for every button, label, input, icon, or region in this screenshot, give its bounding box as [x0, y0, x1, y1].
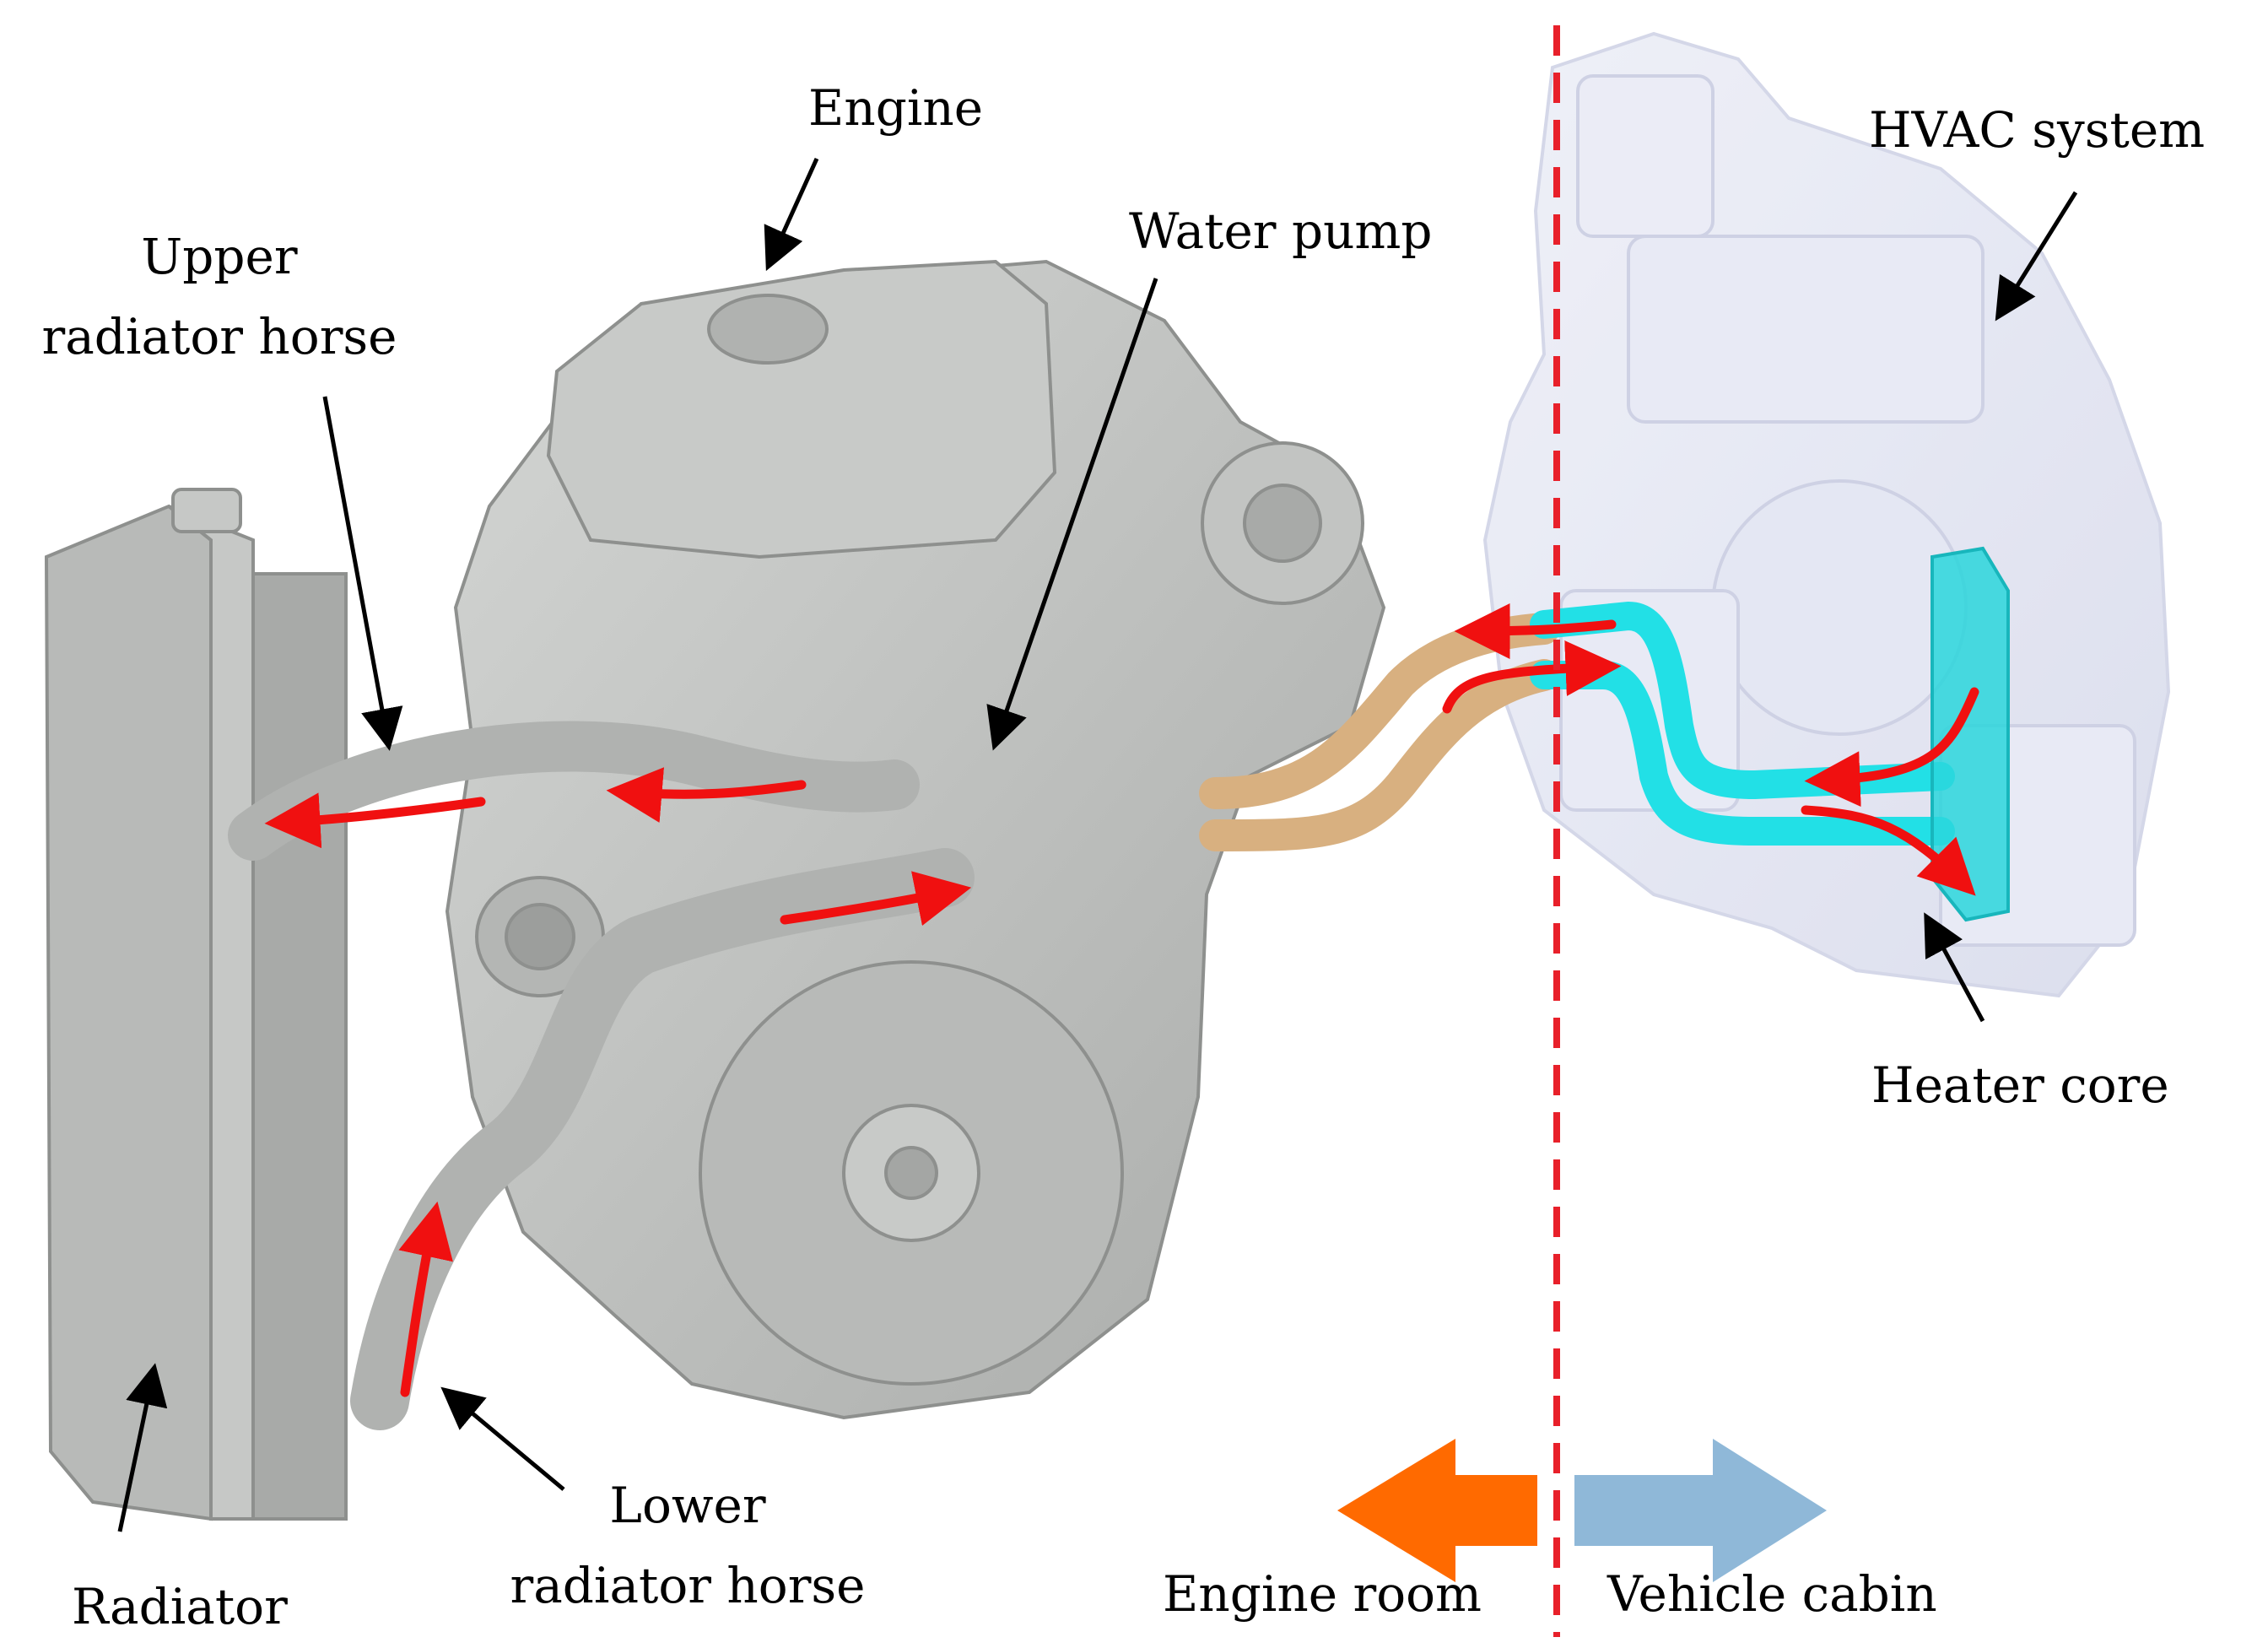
- upper-hose-label-line2: radiator horse: [41, 307, 397, 365]
- radiator-illustration: [44, 488, 348, 1521]
- flow-arrow: [1442, 640, 1622, 714]
- lower-hose-label-line2: radiator horse: [510, 1556, 866, 1614]
- engine-illustration: [445, 259, 1386, 1420]
- vehicle-cabin-label: Vehicle cabin: [1607, 1565, 1937, 1623]
- heater-core-label: Heater core: [1871, 1056, 2169, 1114]
- flow-arrow: [1801, 805, 1976, 896]
- heater-core-leader: [1924, 912, 1985, 1023]
- upper-radiator-hose: [228, 721, 920, 861]
- flow-arrow: [606, 767, 807, 823]
- upper-hose-label-line1: Upper: [141, 228, 298, 285]
- hvac-system-label: HVAC system: [1869, 101, 2206, 159]
- flow-arrow: [398, 1201, 453, 1397]
- hvac-leader: [1995, 191, 2078, 321]
- engine-leader: [764, 157, 819, 272]
- lower-hose-leader: [440, 1386, 565, 1491]
- lower-radiator-hose-label: Lower radiator horse: [494, 1475, 882, 1616]
- hvac-system-illustration: [1482, 31, 2171, 998]
- flow-arrow: [780, 871, 972, 927]
- radiator-label: Radiator: [72, 1578, 288, 1635]
- flow-arrow: [1454, 602, 1617, 659]
- radiator-leader: [117, 1363, 168, 1532]
- upper-hose-leader: [322, 396, 403, 751]
- water-pump-leader: [986, 278, 1158, 751]
- engine-label: Engine: [808, 79, 984, 137]
- lower-hose-label-line1: Lower: [609, 1477, 766, 1534]
- vehicle-cabin-arrow: [1574, 1439, 1827, 1582]
- upper-radiator-hose-label: Upper radiator horse: [34, 226, 405, 367]
- flow-arrow: [264, 792, 486, 849]
- water-pump-label: Water pump: [1129, 203, 1433, 260]
- flow-arrow: [1804, 687, 1979, 808]
- engine-room-arrow: [1337, 1439, 1537, 1582]
- cabin-side-heater-pipes: [1530, 601, 1955, 846]
- leader-arrows: [117, 157, 2078, 1532]
- engine-room-label: Engine room: [1163, 1565, 1482, 1623]
- coolant-flow-arrows: [264, 602, 1979, 1397]
